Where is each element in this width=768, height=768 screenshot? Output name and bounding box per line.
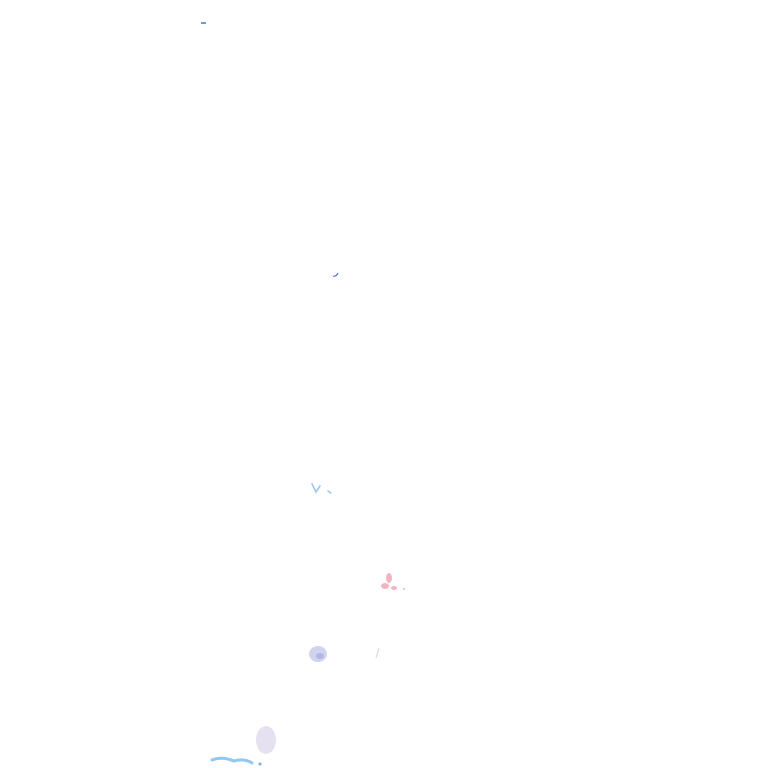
speck-mid — [332, 272, 339, 277]
speck-lavender — [309, 646, 380, 662]
speck-light-blue — [311, 483, 332, 494]
speck-pink — [381, 573, 405, 590]
speck-bottom — [210, 726, 276, 766]
